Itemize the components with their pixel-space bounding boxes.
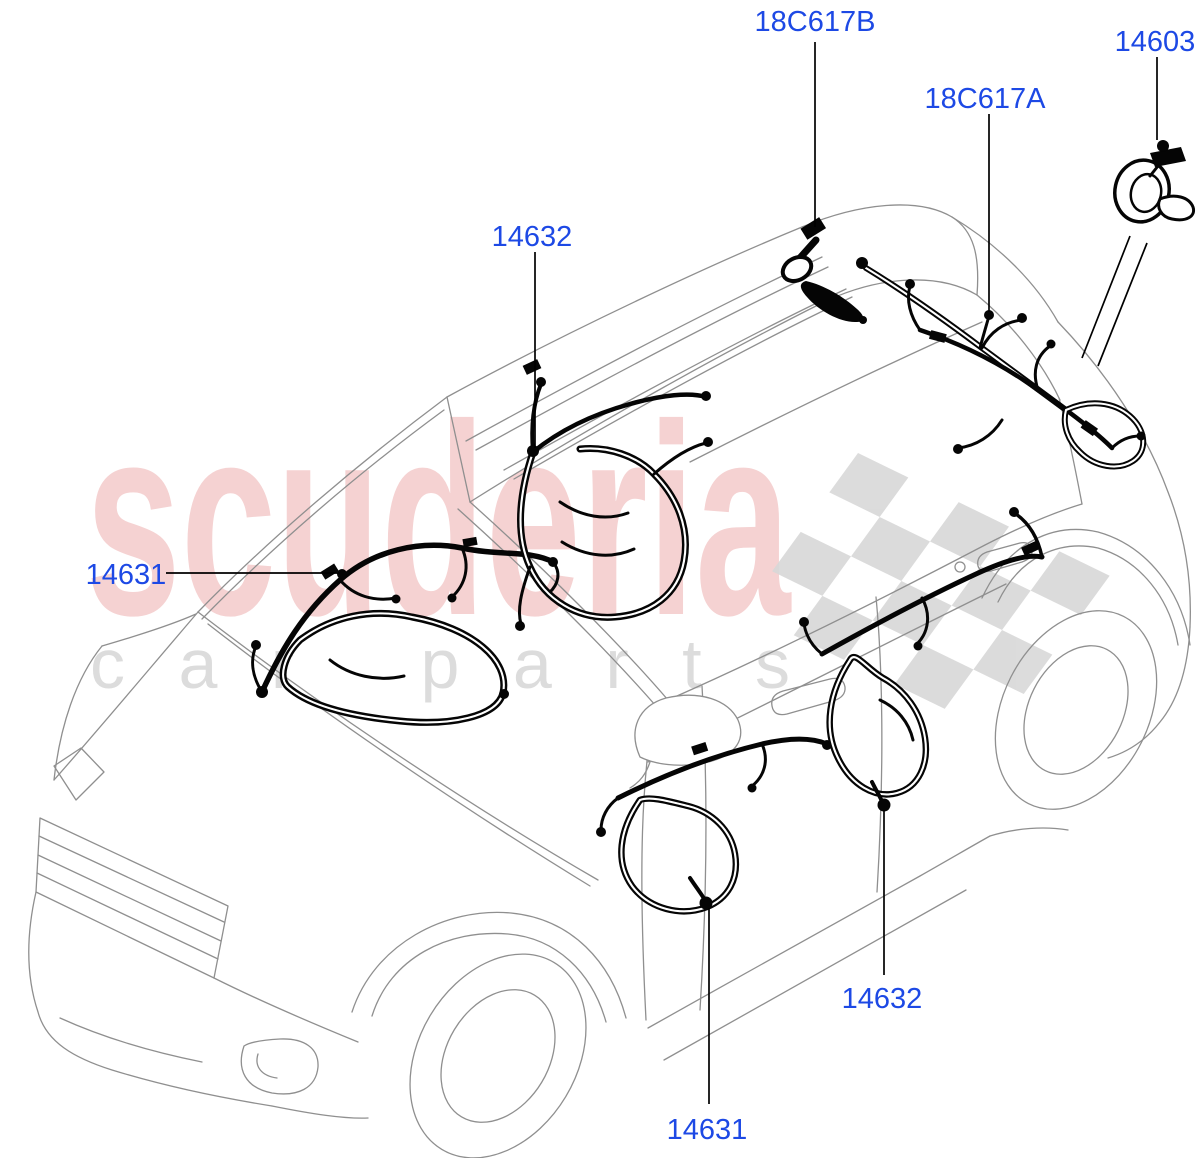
part-label-14632[interactable]: 14632 [492, 221, 573, 253]
checkered-flag-watermark [772, 453, 1110, 709]
part-pointer-line-2 [1097, 242, 1148, 367]
rear-pillar-far [951, 216, 1059, 323]
headlight [53, 747, 105, 801]
a-pillar-near [469, 501, 669, 701]
roof-rail [475, 266, 829, 451]
bumper-upper-edge [213, 977, 359, 1043]
harness-front-left-door [251, 536, 560, 726]
front-wheel-arch [351, 911, 627, 1019]
rear-lower-body [989, 827, 1069, 837]
mirror-stalk [629, 761, 651, 789]
a-pillar-far [197, 396, 448, 613]
rear-side-edge [1057, 321, 1191, 628]
wiring-harnesses [251, 140, 1196, 915]
front-tire [409, 953, 587, 1158]
sill-top [647, 835, 991, 1029]
front-rim [440, 989, 556, 1123]
grille-slat [38, 835, 225, 923]
beltline [667, 503, 1083, 701]
part-pointer-line-1 [1081, 235, 1131, 359]
rear-bumper-corner [1107, 626, 1191, 759]
rear-rim [1023, 645, 1129, 775]
roof-rail [503, 288, 847, 471]
roof-rail [513, 296, 853, 480]
part-14603-clamp [1113, 140, 1196, 224]
a-pillar-near-inner [457, 508, 657, 707]
bumper-lip [59, 1017, 203, 1063]
front-door-handle [771, 677, 846, 716]
cowl-line [197, 611, 599, 881]
harness-tailgate [856, 257, 1147, 470]
roof-rail [465, 256, 823, 442]
part-label-14603[interactable]: 14603 [1115, 26, 1196, 58]
bumper-lower-edge [271, 1105, 369, 1119]
fender-gap-far [53, 611, 199, 781]
part-label-18C617A[interactable]: 18C617A [925, 83, 1047, 115]
rear-wheel-arch-inner [997, 545, 1179, 646]
part-label-14631[interactable]: 14631 [667, 1114, 748, 1146]
harness-rear-right-door [799, 507, 1045, 812]
part-label-18C617B[interactable]: 18C617B [755, 6, 876, 38]
roof-near-edge [469, 279, 978, 503]
fender-tip [53, 645, 103, 781]
part-label-14631[interactable]: 14631 [86, 559, 167, 591]
watermark-subtitle-text: car parts [90, 625, 790, 703]
front-bumper [28, 891, 273, 1107]
watermark: scuderia car parts [86, 368, 1110, 709]
door-keyhole [954, 561, 966, 573]
harness-front-right-door [596, 736, 832, 915]
part-label-14632[interactable]: 14632 [842, 983, 923, 1015]
grille-slat [37, 854, 222, 942]
tailgate-top-edge [951, 216, 979, 296]
rear-wheel-arch [981, 528, 1191, 646]
harness-rear-left-door [515, 359, 713, 631]
roof-far-edge [446, 204, 953, 398]
rear-door-gap [875, 596, 883, 893]
fog-lamp [240, 1038, 319, 1095]
grille-slat [36, 872, 219, 960]
sill-bottom [663, 889, 967, 1061]
fog-lamp-inner [256, 1053, 278, 1079]
harness-roof-antenna [780, 217, 867, 324]
roof-front-edge [446, 396, 471, 503]
front-wheel-arch-inner [371, 932, 607, 1023]
grille-outline [35, 817, 229, 979]
hood-left-edge [101, 613, 197, 647]
cowl-line-inner [207, 623, 591, 887]
callout-layer: 18C617B 14603 18C617A 14632 14631 14632 14631 [86, 6, 1196, 1146]
a-pillar-far-inner [201, 409, 445, 620]
rear-tire [994, 610, 1158, 810]
